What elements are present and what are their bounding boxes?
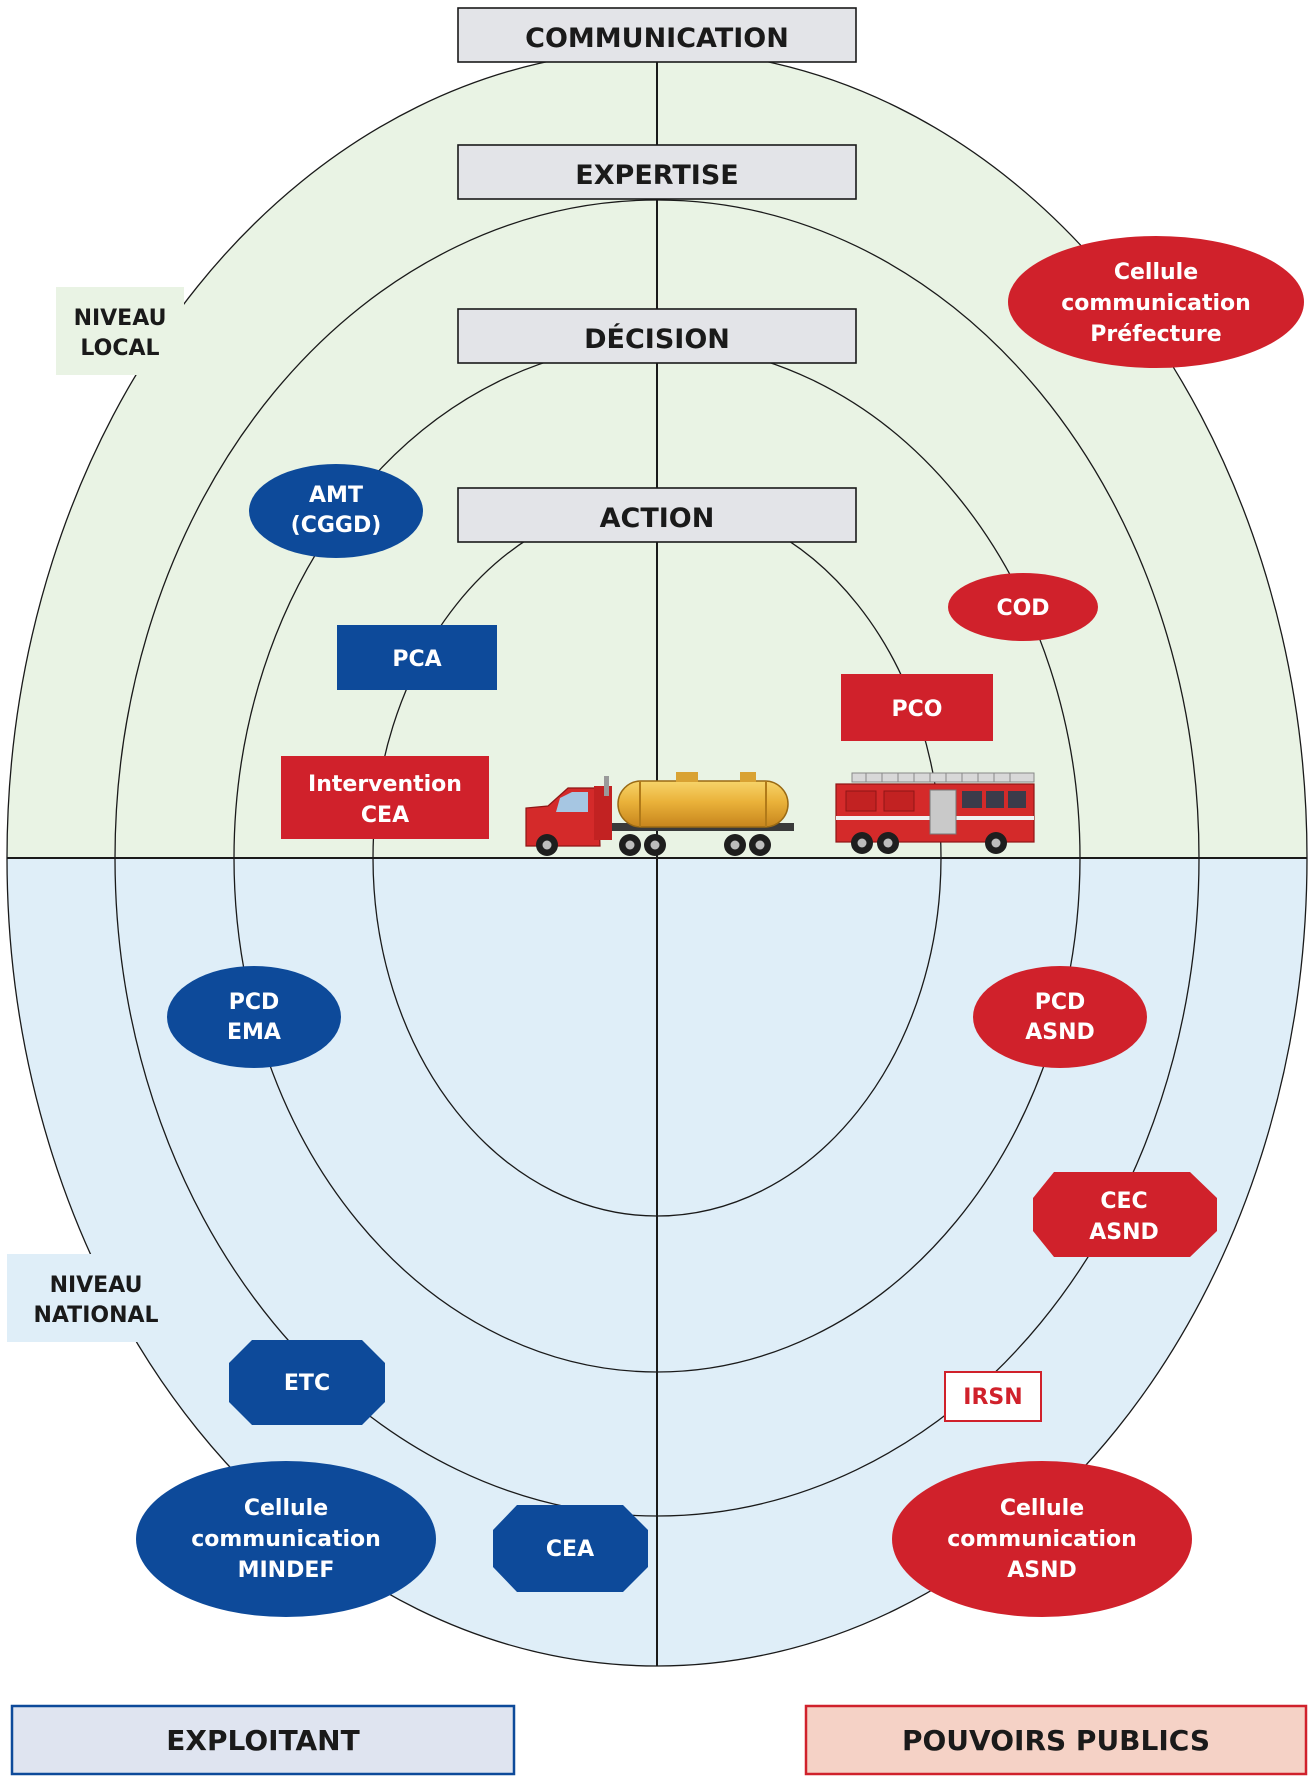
level-action-label: ACTION bbox=[600, 503, 715, 534]
level-communication: COMMUNICATION bbox=[457, 7, 857, 63]
svg-text:ASND: ASND bbox=[1007, 1558, 1077, 1583]
cellule-communication-prefecture-node: Cellule communication Préfecture bbox=[1008, 236, 1304, 368]
level-action: ACTION bbox=[457, 487, 857, 543]
svg-text:Préfecture: Préfecture bbox=[1090, 322, 1221, 347]
svg-text:PCO: PCO bbox=[892, 697, 943, 722]
level-expertise-label: EXPERTISE bbox=[575, 160, 738, 191]
cellule-communication-asnd-node: Cellule communication ASND bbox=[892, 1461, 1192, 1617]
pcd-asnd-node: PCD ASND bbox=[973, 966, 1147, 1068]
pco-node: PCO bbox=[841, 674, 993, 741]
legend-pouvoirs-publics: POUVOIRS PUBLICS bbox=[804, 1704, 1308, 1776]
svg-text:communication: communication bbox=[1061, 291, 1251, 316]
svg-text:communication: communication bbox=[191, 1527, 381, 1552]
etc-node: ETC bbox=[229, 1340, 385, 1425]
level-expertise: EXPERTISE bbox=[457, 144, 857, 200]
svg-text:(CGGD): (CGGD) bbox=[291, 513, 382, 538]
fire-truck-icon bbox=[835, 772, 1035, 854]
svg-text:PCD: PCD bbox=[229, 990, 280, 1015]
svg-text:Cellule: Cellule bbox=[244, 1496, 328, 1521]
legend-exploitant-label: EXPLOITANT bbox=[166, 1724, 359, 1757]
cea-node: CEA bbox=[493, 1505, 648, 1592]
cec-asnd-node: CEC ASND bbox=[1033, 1172, 1217, 1257]
pcd-ema-node: PCD EMA bbox=[167, 966, 341, 1068]
tanker-truck-icon bbox=[525, 772, 794, 856]
niveau-local-line-1: NIVEAU bbox=[74, 306, 167, 331]
pca-node: PCA bbox=[337, 625, 497, 690]
svg-text:Intervention: Intervention bbox=[308, 772, 462, 797]
intervention-cea-node: Intervention CEA bbox=[281, 756, 489, 839]
legend-exploitant: EXPLOITANT bbox=[10, 1704, 516, 1776]
svg-text:AMT: AMT bbox=[309, 483, 363, 508]
svg-text:ETC: ETC bbox=[284, 1371, 330, 1396]
cod-node: COD bbox=[948, 573, 1098, 641]
cellule-communication-mindef-node: Cellule communication MINDEF bbox=[136, 1461, 436, 1617]
svg-text:ASND: ASND bbox=[1025, 1020, 1095, 1045]
niveau-national-line-1: NIVEAU bbox=[50, 1273, 143, 1298]
svg-text:Cellule: Cellule bbox=[1114, 260, 1198, 285]
level-decision: DÉCISION bbox=[457, 308, 857, 364]
svg-text:CEA: CEA bbox=[361, 803, 409, 828]
svg-text:PCA: PCA bbox=[392, 647, 441, 672]
niveau-national-label: NIVEAU NATIONAL bbox=[7, 1254, 189, 1342]
irsn-node: IRSN bbox=[944, 1371, 1042, 1422]
svg-text:PCD: PCD bbox=[1035, 990, 1086, 1015]
svg-text:CEC: CEC bbox=[1100, 1189, 1147, 1214]
level-decision-label: DÉCISION bbox=[584, 323, 730, 355]
svg-text:communication: communication bbox=[947, 1527, 1137, 1552]
svg-text:IRSN: IRSN bbox=[963, 1385, 1022, 1410]
legend-pouvoirs-publics-label: POUVOIRS PUBLICS bbox=[902, 1724, 1210, 1757]
svg-text:CEA: CEA bbox=[546, 1537, 594, 1562]
niveau-local-label: NIVEAU LOCAL bbox=[56, 287, 184, 375]
svg-text:ASND: ASND bbox=[1089, 1220, 1159, 1245]
svg-text:COD: COD bbox=[996, 596, 1049, 621]
svg-text:EMA: EMA bbox=[227, 1020, 281, 1045]
amt-cggd-node: AMT (CGGD) bbox=[249, 464, 423, 558]
svg-text:Cellule: Cellule bbox=[1000, 1496, 1084, 1521]
level-communication-label: COMMUNICATION bbox=[525, 23, 789, 54]
svg-text:MINDEF: MINDEF bbox=[238, 1558, 335, 1583]
niveau-local-line-2: LOCAL bbox=[80, 336, 159, 361]
niveau-national-line-2: NATIONAL bbox=[33, 1303, 158, 1328]
